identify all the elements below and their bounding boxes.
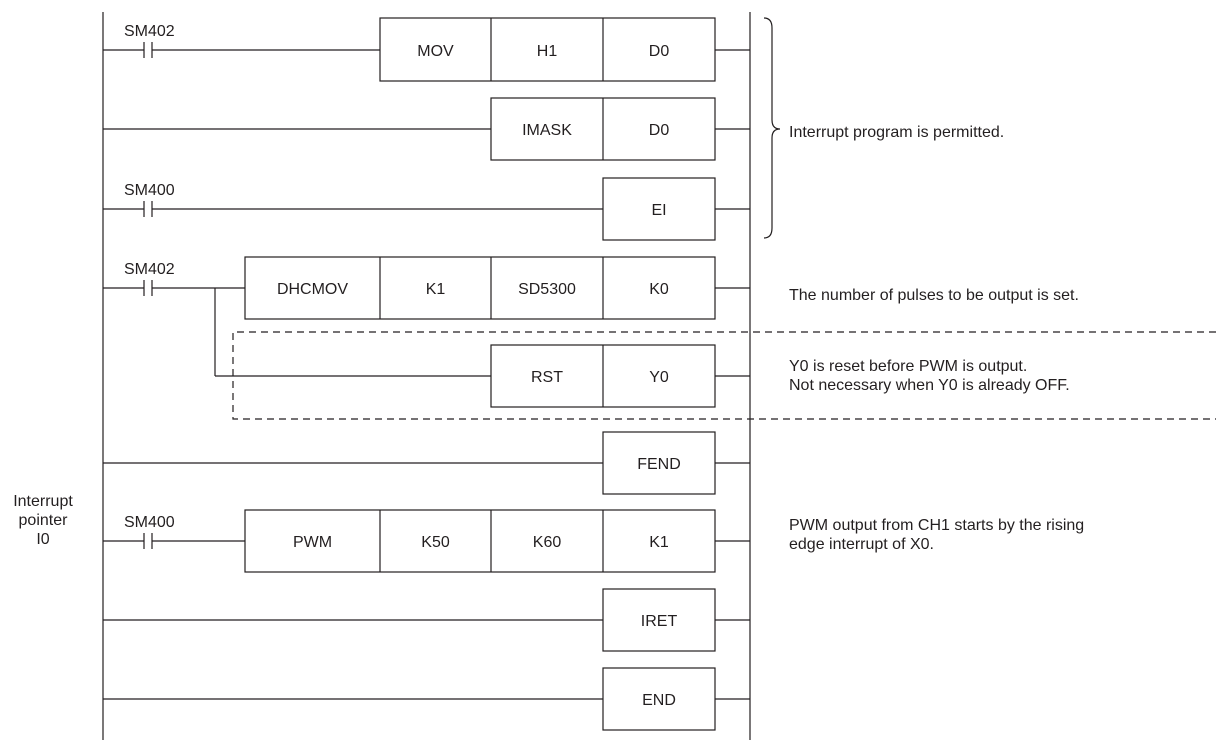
instruction-cell: K1 [426, 281, 446, 298]
instruction-cell: RST [531, 369, 563, 386]
instruction-cell: K50 [421, 534, 450, 551]
interrupt-pointer-line1: Interrupt [13, 493, 73, 510]
rung-3 [103, 177, 750, 241]
interrupt-pointer-label: Interrupt pointer I0 [4, 492, 82, 549]
contact-label: SM402 [124, 23, 175, 40]
comment-y0-reset-line2: Not necessary when Y0 is already OFF. [789, 377, 1070, 394]
contact-label: SM402 [124, 261, 175, 278]
instruction-cell: DHCMOV [277, 281, 348, 298]
comment-y0-reset: Y0 is reset before PWM is output. Not ne… [789, 357, 1070, 395]
comment-pwm-output: PWM output from CH1 starts by the rising… [789, 516, 1084, 554]
rung-4 [103, 256, 750, 408]
instruction-cell: H1 [537, 43, 558, 60]
comment-interrupt-permitted: Interrupt program is permitted. [789, 124, 1005, 141]
rung-8 [103, 667, 750, 731]
comment-pwm-output-line2: edge interrupt of X0. [789, 536, 934, 553]
instruction-cell: SD5300 [518, 281, 576, 298]
instruction-cell: K0 [649, 281, 669, 298]
instruction-cell: K1 [649, 534, 669, 551]
rung-6 [103, 509, 750, 573]
group-brace [763, 17, 781, 239]
instruction-cell: K60 [533, 534, 562, 551]
instruction-cell: Y0 [649, 369, 669, 386]
rung-7 [103, 588, 750, 652]
contact-label: SM400 [124, 182, 175, 199]
instruction-cell: IRET [641, 613, 678, 630]
comment-y0-reset-line1: Y0 is reset before PWM is output. [789, 358, 1028, 375]
instruction-cell: FEND [637, 456, 681, 473]
instruction-cell: END [642, 692, 676, 709]
optional-dashed-region [232, 331, 1216, 420]
rung-2 [103, 97, 750, 161]
instruction-cell: EI [651, 202, 666, 219]
instruction-cell: D0 [649, 43, 670, 60]
contact-label: SM400 [124, 514, 175, 531]
instruction-cell: IMASK [522, 122, 572, 139]
instruction-cell: MOV [417, 43, 454, 60]
instruction-cell: D0 [649, 122, 670, 139]
instruction-cell: PWM [293, 534, 332, 551]
comment-pulses-set: The number of pulses to be output is set… [789, 287, 1079, 304]
rung-1 [103, 17, 750, 82]
rung-5 [103, 431, 750, 495]
comment-pwm-output-line1: PWM output from CH1 starts by the rising [789, 517, 1085, 534]
interrupt-pointer-line2: pointer [18, 512, 68, 529]
interrupt-pointer-line3: I0 [36, 531, 50, 548]
